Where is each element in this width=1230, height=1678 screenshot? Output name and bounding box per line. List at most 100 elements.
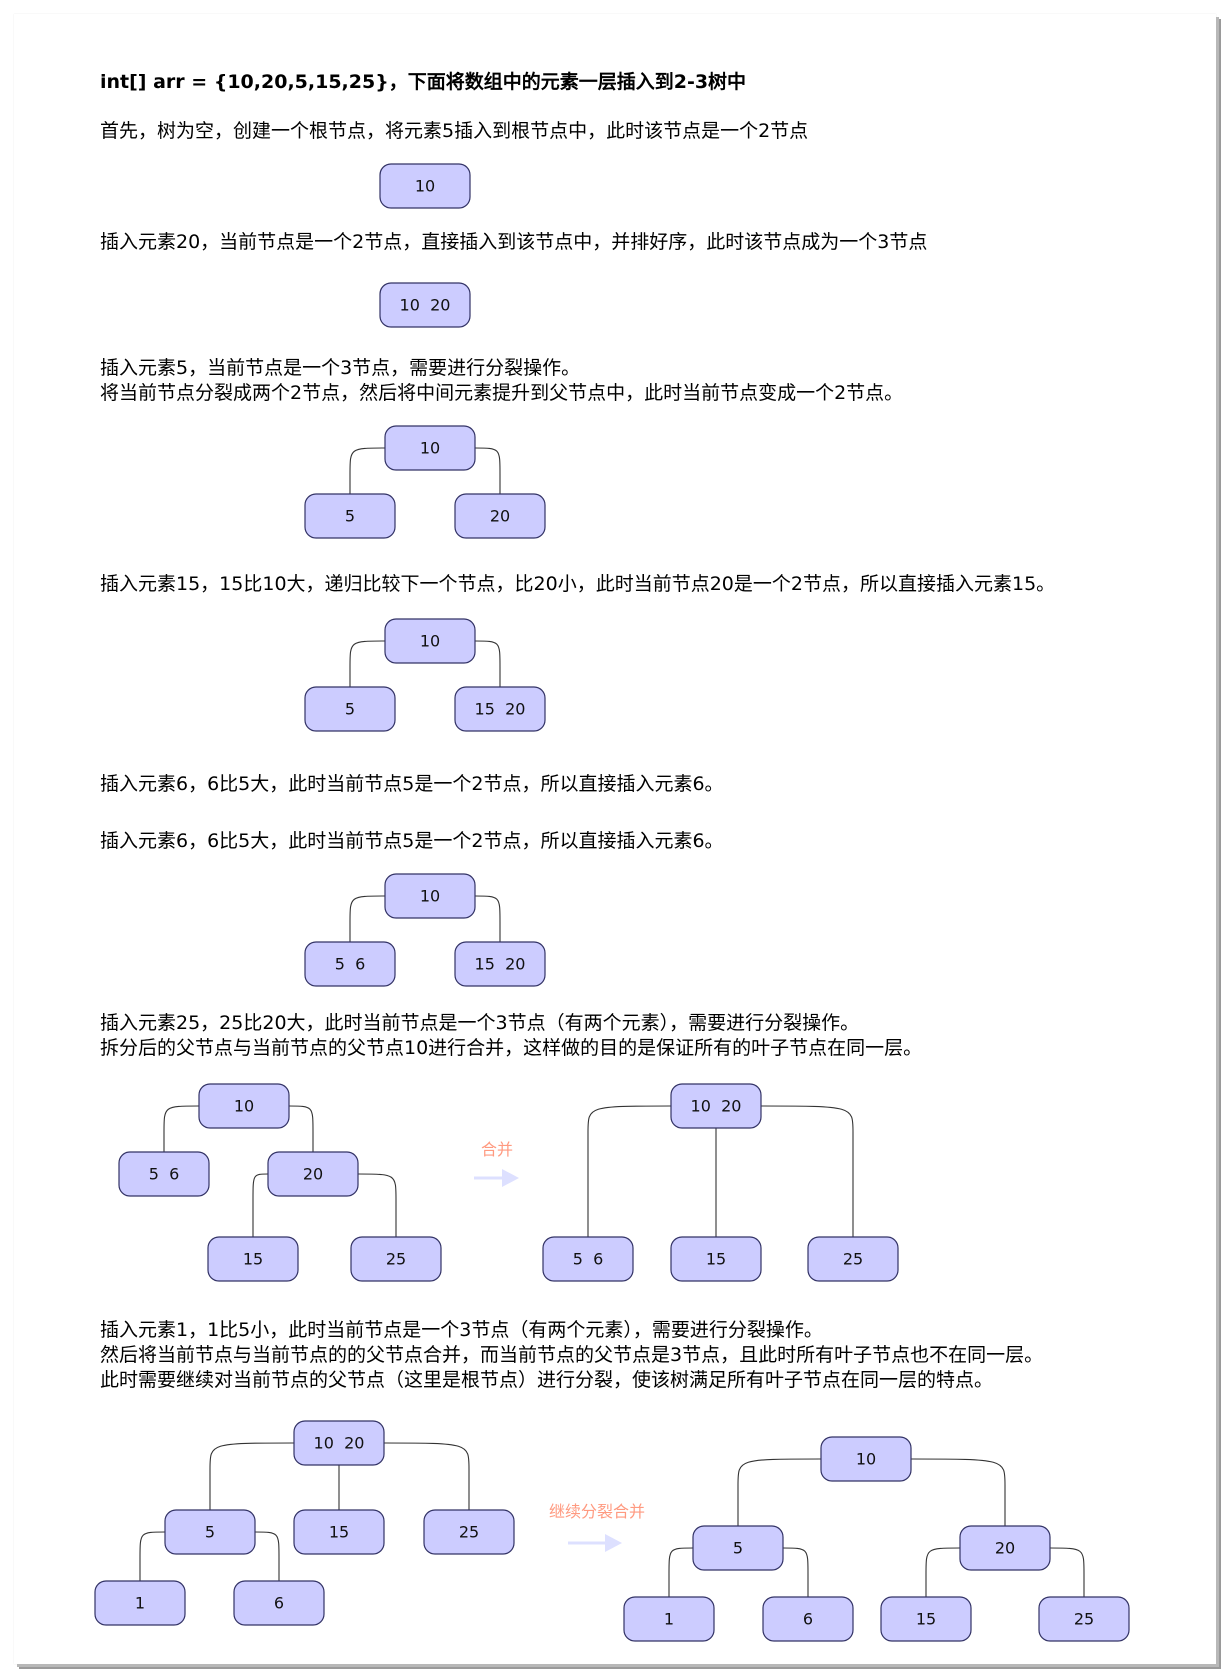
- tree-node-label: 20: [490, 507, 510, 526]
- tree-edge-d8_a-d8_ab: [254, 1531, 280, 1581]
- tree-node-d8_root: 10 20: [293, 1420, 385, 1466]
- tree-node-box: [692, 1525, 784, 1571]
- step-7-text-b: 拆分后的父节点与当前节点的父节点10进行合并，这样做的目的是保证所有的叶子节点在…: [100, 1037, 922, 1059]
- tree-node-d5_left: 5 6: [304, 941, 396, 987]
- tree-node-label: 1: [664, 1610, 674, 1629]
- tree-node-box: [304, 686, 396, 732]
- tree-edge-d9_root-d9_r: [910, 1458, 1006, 1526]
- tree-node-label: 10 20: [314, 1434, 365, 1453]
- tree-node-box: [384, 425, 476, 471]
- tree-node-d8_ab: 6: [233, 1580, 325, 1626]
- tree-node-d8_b: 15: [293, 1509, 385, 1555]
- tree-node-box: [1038, 1596, 1130, 1642]
- tree-node-box: [880, 1596, 972, 1642]
- tree-node-box: [350, 1236, 442, 1282]
- step-1-text: 首先，树为空，创建一个根节点，将元素5插入到根节点中，此时该节点是一个2节点: [100, 120, 808, 142]
- tree-node-d9_lr: 6: [762, 1596, 854, 1642]
- tree-node-label: 15: [329, 1523, 349, 1542]
- step-5-text: 插入元素6，6比5大，此时当前节点5是一个2节点，所以直接插入元素6。: [100, 773, 724, 795]
- tree-node-label: 10 20: [691, 1097, 742, 1116]
- tree-node-d2_root: 10 20: [379, 282, 471, 328]
- tree-node-label: 10: [856, 1450, 876, 1469]
- tree-node-label: 25: [459, 1523, 479, 1542]
- tree-node-box: [384, 618, 476, 664]
- tree-node-box: [820, 1436, 912, 1482]
- tree-node-d9_rr: 25: [1038, 1596, 1130, 1642]
- tree-edge-d8_root-d8_a: [209, 1442, 295, 1510]
- tree-node-box: [670, 1236, 762, 1282]
- merge-arrow: 合并: [474, 1140, 519, 1187]
- tree-node-d9_rl: 15: [880, 1596, 972, 1642]
- tree-edge-d3_root-d3_right: [474, 447, 501, 494]
- tree-edge-d6_root-d6_mid: [288, 1105, 314, 1152]
- step-3-text-a: 插入元素5，当前节点是一个3节点，需要进行分裂操作。: [100, 357, 580, 379]
- tree-node-d9_ll: 1: [623, 1596, 715, 1642]
- tree-node-label: 20: [303, 1165, 323, 1184]
- tree-node-d3_right: 20: [454, 493, 546, 539]
- tree-node-box: [762, 1596, 854, 1642]
- step-2-text: 插入元素20，当前节点是一个2节点，直接插入到该节点中，并排好序，此时该节点成为…: [100, 231, 927, 253]
- tree-node-box: [304, 941, 396, 987]
- step-8-text-a: 插入元素1，1比5小，此时当前节点是一个3节点（有两个元素），需要进行分裂操作。: [100, 1319, 823, 1341]
- tree-node-label: 10: [234, 1097, 254, 1116]
- tree-node-d7_a: 5 6: [542, 1236, 634, 1282]
- tree-edge-d9_l-d9_ll: [668, 1547, 694, 1597]
- tree-edge-d9_r-d9_rr: [1049, 1547, 1085, 1597]
- step-6-text: 插入元素6，6比5大，此时当前节点5是一个2节点，所以直接插入元素6。: [100, 830, 724, 852]
- tree-node-box: [454, 941, 546, 987]
- tree-node-box: [542, 1236, 634, 1282]
- tree-node-box: [164, 1509, 256, 1555]
- tree-edge-d9_r-d9_rl: [925, 1547, 961, 1597]
- continue-split-arrow-label: 继续分裂合并: [549, 1502, 645, 1521]
- tree-node-d3_root: 10: [384, 425, 476, 471]
- tree-node-d6_mid: 20: [267, 1151, 359, 1197]
- tree-node-d7_c: 25: [807, 1236, 899, 1282]
- tree-node-label: 15: [243, 1250, 263, 1269]
- tree-node-label: 5: [733, 1539, 743, 1558]
- step-4-text: 插入元素15，15比10大，递归比较下一个节点，比20小，此时当前节点20是一个…: [100, 573, 1055, 595]
- tree-node-box: [807, 1236, 899, 1282]
- tree-node-box: [959, 1525, 1051, 1571]
- tree-node-box: [293, 1509, 385, 1555]
- tree-edge-d5_root-d5_left: [349, 895, 386, 942]
- tree-node-box: [384, 873, 476, 919]
- tree-node-label: 15: [916, 1610, 936, 1629]
- tree-node-label: 10: [420, 887, 440, 906]
- tree-node-box: [379, 282, 471, 328]
- tree-node-label: 25: [1074, 1610, 1094, 1629]
- tree-node-label: 10 20: [400, 296, 451, 315]
- continue-split-arrow: 继续分裂合并: [549, 1502, 645, 1552]
- tree-node-label: 5 6: [573, 1250, 604, 1269]
- tree-node-label: 5 6: [149, 1165, 180, 1184]
- tree-node-d8_a: 5: [164, 1509, 256, 1555]
- step-8-text-c: 此时需要继续对当前节点的父节点（这里是根节点）进行分裂，使该树满足所有叶子节点在…: [100, 1369, 993, 1391]
- tree-edge-d5_root-d5_right: [474, 895, 501, 942]
- tree-node-box: [670, 1083, 762, 1129]
- tree-edge-d8_root-d8_c: [383, 1442, 470, 1510]
- tree-node-box: [233, 1580, 325, 1626]
- tree-node-box: [623, 1596, 715, 1642]
- tree-node-label: 5: [345, 507, 355, 526]
- tree-node-box: [423, 1509, 515, 1555]
- tree-node-label: 25: [843, 1250, 863, 1269]
- step-7-text-a: 插入元素25，25比20大，此时当前节点是一个3节点（有两个元素），需要进行分裂…: [100, 1012, 859, 1034]
- tree-node-label: 1: [135, 1594, 145, 1613]
- tree-node-box: [118, 1151, 210, 1197]
- tree-node-label: 5: [345, 700, 355, 719]
- tree-edge-d7_root-d7_c: [760, 1105, 854, 1237]
- tree-node-d4_right: 15 20: [454, 686, 546, 732]
- tree-edges: [139, 447, 1085, 1597]
- tree-edge-d9_l-d9_lr: [782, 1547, 809, 1597]
- tree-node-d8_c: 25: [423, 1509, 515, 1555]
- tree-node-label: 15 20: [475, 955, 526, 974]
- tree-node-label: 25: [386, 1250, 406, 1269]
- tree-node-label: 10: [420, 632, 440, 651]
- tree-node-box: [267, 1151, 359, 1197]
- tree-node-label: 15: [706, 1250, 726, 1269]
- tree-edge-d4_root-d4_right: [474, 640, 501, 687]
- tree-edge-d6_root-d6_left: [163, 1105, 200, 1152]
- tree-node-d6_mr: 25: [350, 1236, 442, 1282]
- tree-node-box: [207, 1236, 299, 1282]
- tree-node-box: [454, 493, 546, 539]
- tree-node-label: 6: [803, 1610, 813, 1629]
